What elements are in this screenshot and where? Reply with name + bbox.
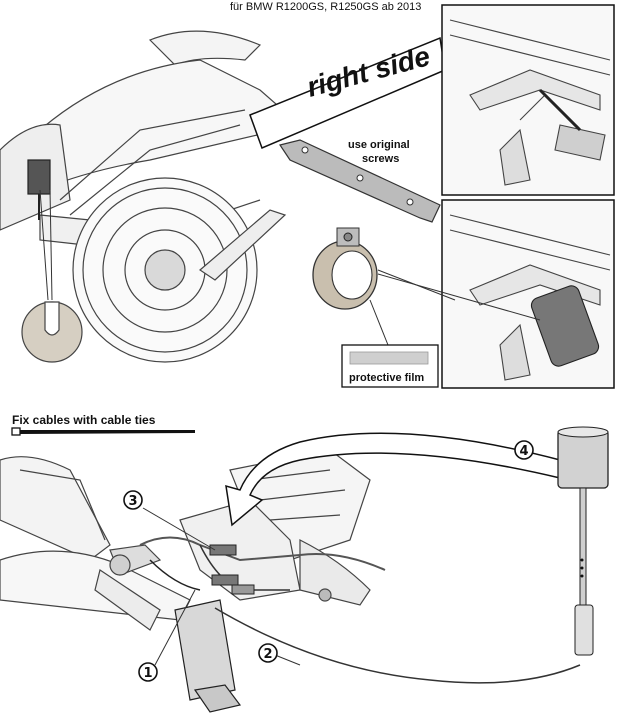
routing-arrow <box>225 432 561 527</box>
protective-film-box: protective film <box>341 344 439 388</box>
motorcycle-side-illustration <box>0 449 371 713</box>
header-text: für BMW R1200GS, R1250GS ab 2013 <box>230 1 421 13</box>
callout-leaders <box>142 507 301 666</box>
callout-1-label: 1 <box>143 666 152 681</box>
protective-film-label: protective film <box>349 372 424 384</box>
clamp-illustration <box>312 227 378 310</box>
callout-4: 4 <box>514 440 534 460</box>
cable-ties-note: Fix cables with cable ties <box>12 413 156 427</box>
right-side-banner: right side <box>249 36 446 150</box>
callout-3-label: 3 <box>128 494 137 509</box>
callout-2: 2 <box>258 643 278 663</box>
cable-tie-illustration <box>11 427 195 436</box>
callout-2-label: 2 <box>263 647 272 662</box>
sensor-cable <box>214 607 581 684</box>
mounting-bracket-illustration <box>279 139 441 223</box>
detail-box-bracket <box>441 4 615 196</box>
sensor-illustration <box>557 426 609 656</box>
u-washer-illustration <box>21 301 83 363</box>
detail-box-clamp <box>441 199 615 389</box>
pointer-lines-washer <box>39 189 53 301</box>
screws-note-line2: screws <box>362 153 399 165</box>
callout-3: 3 <box>123 490 143 510</box>
leader-lines-clamp <box>369 269 541 346</box>
wiring-harness <box>139 536 386 595</box>
callout-1: 1 <box>138 662 158 682</box>
callout-4-label: 4 <box>519 444 528 459</box>
screws-note-line1: use original <box>348 139 410 151</box>
motorcycle-rear-illustration <box>0 30 302 363</box>
